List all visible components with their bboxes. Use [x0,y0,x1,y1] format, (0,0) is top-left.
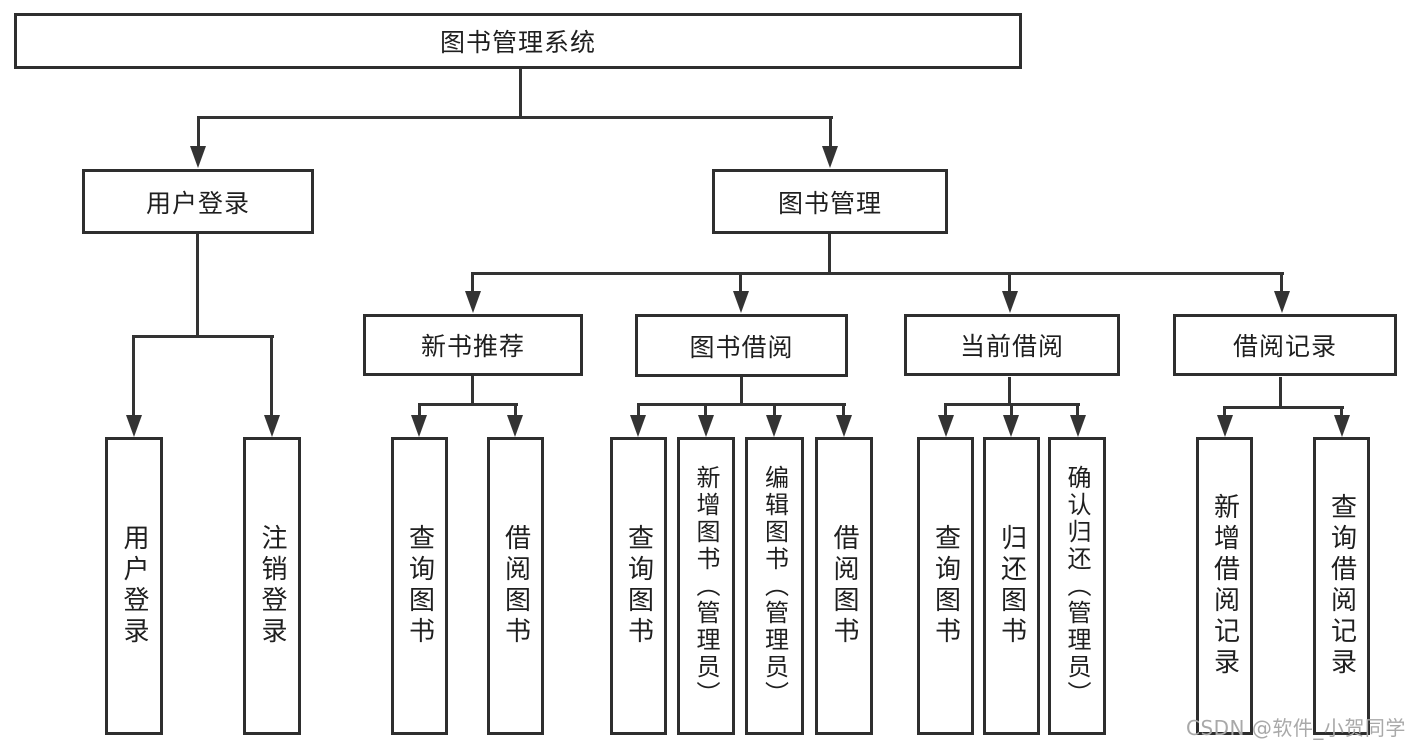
connector-book-borrow-trunk [740,377,743,406]
arrow-down-icon [822,146,838,168]
node-borrow-records-label: 借阅记录 [1232,332,1337,361]
node-book-borrow-label: 图书借阅 [689,332,794,362]
connector-user-login-shaft [197,116,200,147]
connector-leaf-shaft [1076,403,1079,417]
arrow-down-icon [1334,415,1350,437]
leaf-borrow-borrow-books-label: 借阅图书 [829,524,859,648]
leaf-current-query-books: 查询图书 [917,437,974,735]
connector-leaf-shaft [418,403,421,417]
connector-leaf-shaft [514,403,517,417]
connector-book-mgmt-trunk [828,234,831,275]
arrow-down-icon [507,415,523,437]
arrow-down-icon [938,415,954,437]
connector-leaf-shaft [773,403,776,417]
connector-book-borrow-shaft [739,272,742,292]
leaf-records-query-record-label: 查询借阅记录 [1326,493,1357,679]
connector-new-book-rec-hbar [418,403,518,406]
connector-leaf-shaft [842,403,845,417]
leaf-user-login: 用户登录 [105,437,163,735]
leaf-logout-label: 注销登录 [257,524,287,648]
leaf-rec-borrow-books-label: 借阅图书 [500,524,531,648]
leaf-borrow-query-books-label: 查询图书 [623,524,654,648]
node-borrow-records: 借阅记录 [1173,314,1397,376]
arrow-down-icon [465,291,481,313]
leaf-current-confirm-return: 确认归还（管理员） [1048,437,1106,735]
leaf-rec-query-books: 查询图书 [391,437,448,735]
arrow-down-icon [630,415,646,437]
connector-new-book-rec-shaft [471,272,474,292]
connector-user-login-hbar [132,335,274,338]
arrow-down-icon [733,291,749,313]
arrow-down-icon [1217,415,1233,437]
connector-root-trunk [519,69,522,119]
arrow-down-icon [190,146,206,168]
leaf-current-query-books-label: 查询图书 [930,524,961,648]
arrow-down-icon [1274,291,1290,313]
leaf-logout: 注销登录 [243,437,301,735]
arrow-down-icon [766,415,782,437]
arrow-down-icon [1002,291,1018,313]
leaf-borrow-edit-books: 编辑图书（管理员） [745,437,804,735]
node-book-mgmt-label: 图书管理 [777,188,882,218]
connector-leaf-shaft [270,335,273,416]
leaf-current-confirm-return-label: 确认归还（管理员） [1063,464,1091,708]
connector-leaf-shaft [1010,403,1013,417]
node-user-login: 用户登录 [82,169,314,234]
connector-book-mgmt-shaft [829,116,832,147]
connector-user-login-trunk [196,234,199,337]
leaf-records-query-record: 查询借阅记录 [1313,437,1370,735]
leaf-current-return-books: 归还图书 [983,437,1040,735]
arrow-down-icon [264,415,280,437]
connector-borrow-records-hbar [1223,406,1344,409]
leaf-current-return-books-label: 归还图书 [996,524,1027,648]
connector-leaf-shaft [1223,406,1226,417]
arrow-down-icon [126,415,142,437]
arrow-down-icon [1003,415,1019,437]
leaf-user-login-label: 用户登录 [119,524,149,648]
leaf-borrow-query-books: 查询图书 [610,437,667,735]
leaf-rec-query-books-label: 查询图书 [404,524,435,648]
node-root-label: 图书管理系统 [439,28,596,57]
node-current-borrow-label: 当前借阅 [959,332,1064,361]
node-book-borrow: 图书借阅 [635,314,848,377]
arrow-down-icon [1070,415,1086,437]
node-book-mgmt: 图书管理 [712,169,948,234]
node-root: 图书管理系统 [14,13,1022,69]
leaf-borrow-edit-books-label: 编辑图书（管理员） [760,464,789,708]
watermark: CSDN @软件_小贺同学 [1186,716,1405,740]
leaf-records-add-record-label: 新增借阅记录 [1209,493,1240,679]
connector-leaf-shaft [944,403,947,417]
node-new-book-rec: 新书推荐 [363,314,583,376]
leaf-borrow-add-books: 新增图书（管理员） [677,437,735,735]
connector-new-book-rec-trunk [471,376,474,406]
arrow-down-icon [836,415,852,437]
leaf-records-add-record: 新增借阅记录 [1196,437,1253,735]
connector-current-borrow-trunk [1008,377,1011,406]
connector-leaf-shaft [637,403,640,417]
arrow-down-icon [698,415,714,437]
leaf-borrow-borrow-books: 借阅图书 [815,437,873,735]
node-user-login-label: 用户登录 [145,188,250,218]
leaf-borrow-add-books-label: 新增图书（管理员） [692,464,720,708]
arrow-down-icon [411,415,427,437]
connector-leaf-shaft [132,335,135,416]
connector-book-borrow-hbar [637,403,846,406]
node-new-book-rec-label: 新书推荐 [420,332,525,361]
connector-borrow-records-shaft [1280,272,1283,292]
connector-borrow-records-trunk [1279,377,1282,409]
connector-leaf-shaft [704,403,707,417]
connector-current-borrow-shaft [1008,272,1011,292]
connector-level3-hbar [471,272,1284,275]
leaf-rec-borrow-books: 借阅图书 [487,437,544,735]
connector-leaf-shaft [1340,406,1343,417]
connector-root-hbar [197,116,833,119]
node-current-borrow: 当前借阅 [904,314,1120,376]
